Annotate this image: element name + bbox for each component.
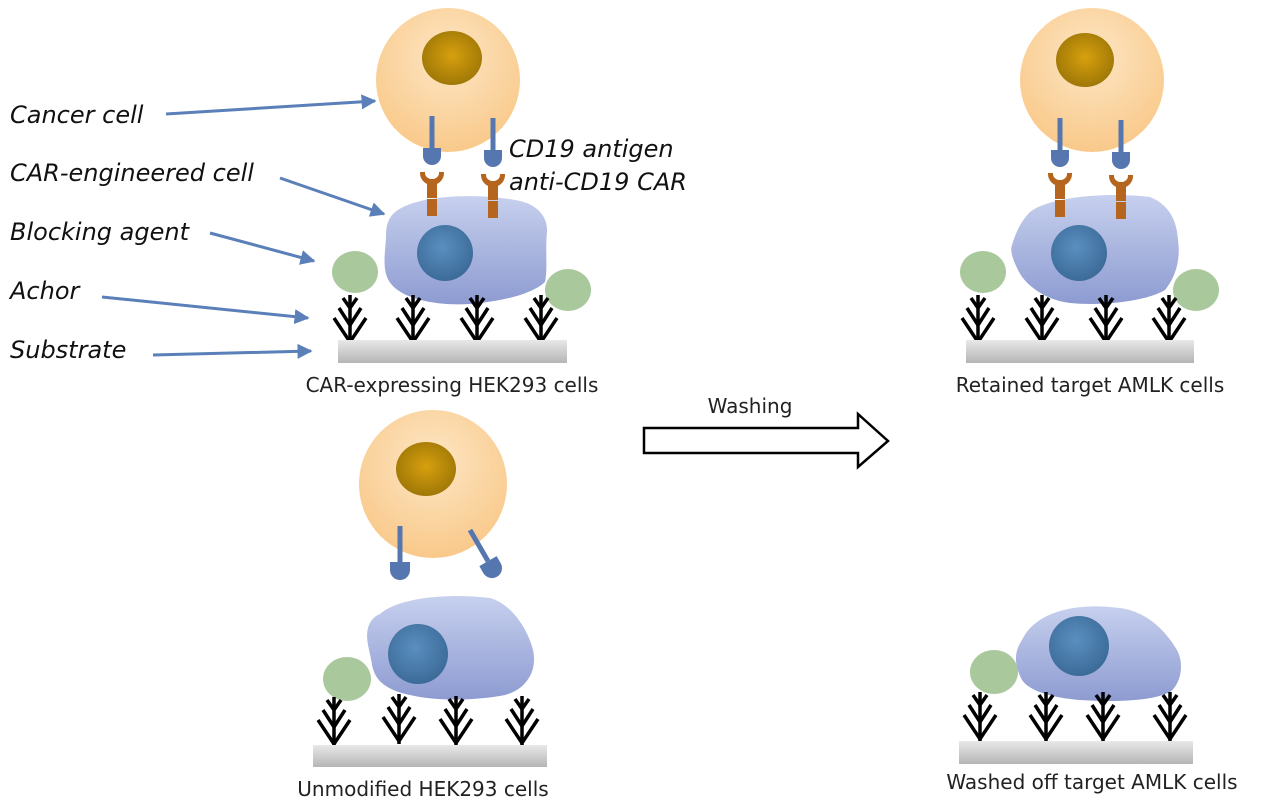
anchor-icon <box>395 293 431 347</box>
label-anti-cd19-car: anti-CD19 CAR <box>509 168 687 196</box>
panel-car-expressing: CD19 antigen anti-CD19 CAR CAR-expressin… <box>306 8 687 397</box>
caption-unmodified: Unmodified HEK293 cells <box>297 777 548 801</box>
substrate <box>959 741 1193 764</box>
pointer-arrow-substrate <box>152 343 313 359</box>
blocking-agent <box>1173 269 1219 311</box>
pointer-arrow-cancer-cell <box>165 94 377 116</box>
label-car-engineered-cell: CAR-engineered cell <box>10 159 254 187</box>
cancer-cell-nucleus <box>422 31 482 85</box>
panel-unmodified: Unmodified HEK293 cells <box>297 410 549 801</box>
anchor-icon <box>1152 690 1188 744</box>
substrate <box>313 745 547 767</box>
cd19-antigen <box>390 526 410 580</box>
blocking-agent <box>970 650 1018 694</box>
substrate <box>966 340 1194 363</box>
anchor-icon <box>316 695 352 749</box>
anchor-icon <box>504 694 540 748</box>
caption-car-expressing: CAR-expressing HEK293 cells <box>306 373 599 397</box>
anchor-icon <box>1028 690 1064 744</box>
pointer-arrow-anchor <box>101 295 310 325</box>
caption-washed-off: Washed off target AMLK cells <box>946 770 1237 794</box>
cd19-antigen <box>467 528 502 579</box>
caption-retained: Retained target AMLK cells <box>956 373 1225 397</box>
car-engineered-cell-nucleus <box>417 225 473 281</box>
panel-retained: Retained target AMLK cells <box>956 8 1225 397</box>
label-blocking-agent: Blocking agent <box>10 218 191 246</box>
anchor-icon <box>381 692 417 746</box>
car-engineered-cell-nucleus <box>1051 225 1107 281</box>
panel-washed-off: Washed off target AMLK cells <box>946 606 1238 794</box>
cancer-cell-nucleus <box>1056 33 1114 87</box>
washing-label: Washing <box>708 394 793 418</box>
blocking-agent <box>332 251 378 293</box>
label-anchor: Achor <box>8 277 82 305</box>
blocking-agent <box>323 657 371 701</box>
block-arrow-icon <box>642 411 890 470</box>
substrate <box>338 340 567 363</box>
blocking-agent <box>960 251 1006 293</box>
pointer-arrow-blocking-agent <box>209 231 316 265</box>
anchor-icon <box>438 694 474 748</box>
cancer-cell-nucleus <box>396 442 456 496</box>
washing-process-arrow: Washing <box>642 394 890 470</box>
hek293-nucleus <box>1049 616 1109 676</box>
label-substrate: Substrate <box>10 336 126 364</box>
label-cancer-cell: Cancer cell <box>10 101 144 129</box>
anchor-icon <box>1024 293 1060 347</box>
unmodified-hek293-nucleus <box>388 624 448 684</box>
label-cd19-antigen: CD19 antigen <box>509 135 674 163</box>
anchor-icon <box>960 293 996 347</box>
anchor-icon <box>962 690 998 744</box>
anchor-icon <box>332 293 368 347</box>
left-legend: Cancer cell CAR-engineered cell Blocking… <box>8 94 386 364</box>
blocking-agent <box>545 269 591 311</box>
pointer-arrow-car-engineered-cell <box>279 176 386 217</box>
